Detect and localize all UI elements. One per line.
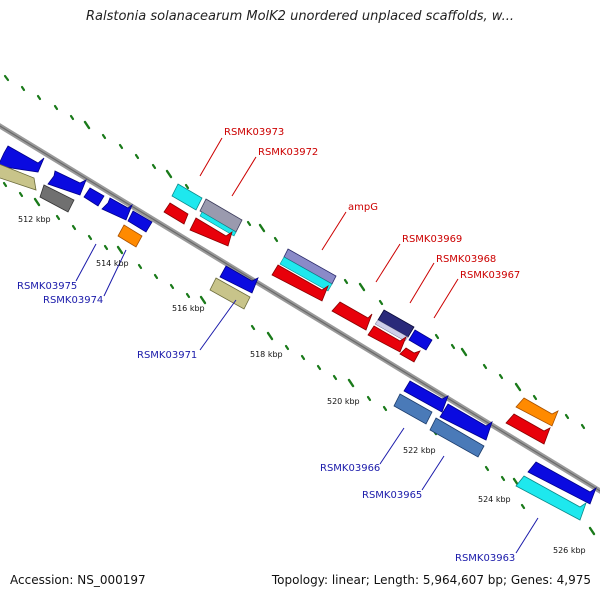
gene-label-rsmk03968: RSMK03968 [436, 254, 496, 265]
gene-arrow[interactable] [0, 162, 37, 191]
gene-arrow[interactable] [367, 325, 407, 353]
map-title: Ralstonia solanacearum MolK2 unordered u… [85, 9, 514, 24]
gene-label-rsmk03967: RSMK03967 [460, 270, 520, 281]
gene-arrow[interactable] [374, 319, 409, 342]
gene-arrow[interactable] [515, 397, 559, 427]
gene-track [0, 145, 597, 521]
gene-arrow[interactable] [0, 145, 45, 173]
gene-label-rsmk03971: RSMK03971 [137, 350, 197, 361]
gene-arrow[interactable] [399, 347, 421, 363]
gene-arrow[interactable] [219, 265, 259, 294]
gene-label-rsmk03966: RSMK03966 [320, 463, 380, 474]
kbp-label: 518 kbp [250, 350, 283, 359]
gene-labels: RSMK03973 RSMK03972 ampG RSMK03969 RSMK0… [17, 127, 520, 564]
gene-arrow[interactable] [83, 187, 105, 207]
kbp-label: 514 kbp [96, 259, 129, 268]
leader-lines [75, 137, 539, 554]
gene-arrow[interactable] [171, 183, 203, 211]
gene-arrow[interactable] [279, 256, 333, 292]
kbp-label: 524 kbp [478, 495, 511, 504]
genome-stats-label: Topology: linear; Length: 5,964,607 bp; … [271, 573, 591, 587]
gene-arrow[interactable] [403, 380, 449, 413]
gene-arrow[interactable] [527, 461, 597, 505]
gene-arrow[interactable] [439, 403, 493, 441]
chromosome-backbone [0, 123, 600, 494]
gene-arrow[interactable] [408, 329, 433, 351]
gene-label-rsmk03969: RSMK03969 [402, 234, 462, 245]
gene-arrow[interactable] [515, 475, 587, 521]
gene-label-rsmk03963: RSMK03963 [455, 553, 515, 564]
gene-label-rsmk03973: RSMK03973 [224, 127, 284, 138]
gene-arrow[interactable] [429, 417, 485, 458]
gene-label-rsmk03972: RSMK03972 [258, 147, 318, 158]
gene-arrow[interactable] [209, 277, 251, 310]
gene-arrow[interactable] [393, 393, 433, 425]
kbp-label: 522 kbp [403, 446, 436, 455]
kbp-label: 526 kbp [553, 546, 586, 555]
kbp-label: 516 kbp [172, 304, 205, 313]
accession-label: Accession: NS_000197 [10, 573, 146, 587]
gene-arrow[interactable] [101, 197, 133, 221]
kbp-label: 512 kbp [18, 215, 51, 224]
gene-arrow[interactable] [127, 210, 153, 233]
gene-arrow[interactable] [199, 211, 237, 237]
kbp-label: 520 kbp [327, 397, 360, 406]
gene-arrow[interactable] [39, 184, 75, 213]
gene-arrow[interactable] [331, 301, 373, 331]
gene-arrow[interactable] [271, 264, 329, 302]
gene-arrow[interactable] [117, 224, 143, 248]
gene-label-ampg: ampG [348, 202, 378, 213]
upper-tick-track [3, 74, 586, 430]
gene-label-rsmk03965: RSMK03965 [362, 490, 422, 501]
lower-tick-track [2, 181, 596, 536]
gene-label-rsmk03974: RSMK03974 [43, 295, 103, 306]
gene-arrow[interactable] [505, 413, 551, 445]
gene-arrow[interactable] [163, 202, 189, 225]
gene-label-rsmk03975: RSMK03975 [17, 281, 77, 292]
kbp-labels: 512 kbp 514 kbp 516 kbp 518 kbp 520 kbp … [18, 215, 586, 555]
gene-arrow[interactable] [47, 170, 87, 196]
gene-arrow[interactable] [189, 217, 233, 247]
